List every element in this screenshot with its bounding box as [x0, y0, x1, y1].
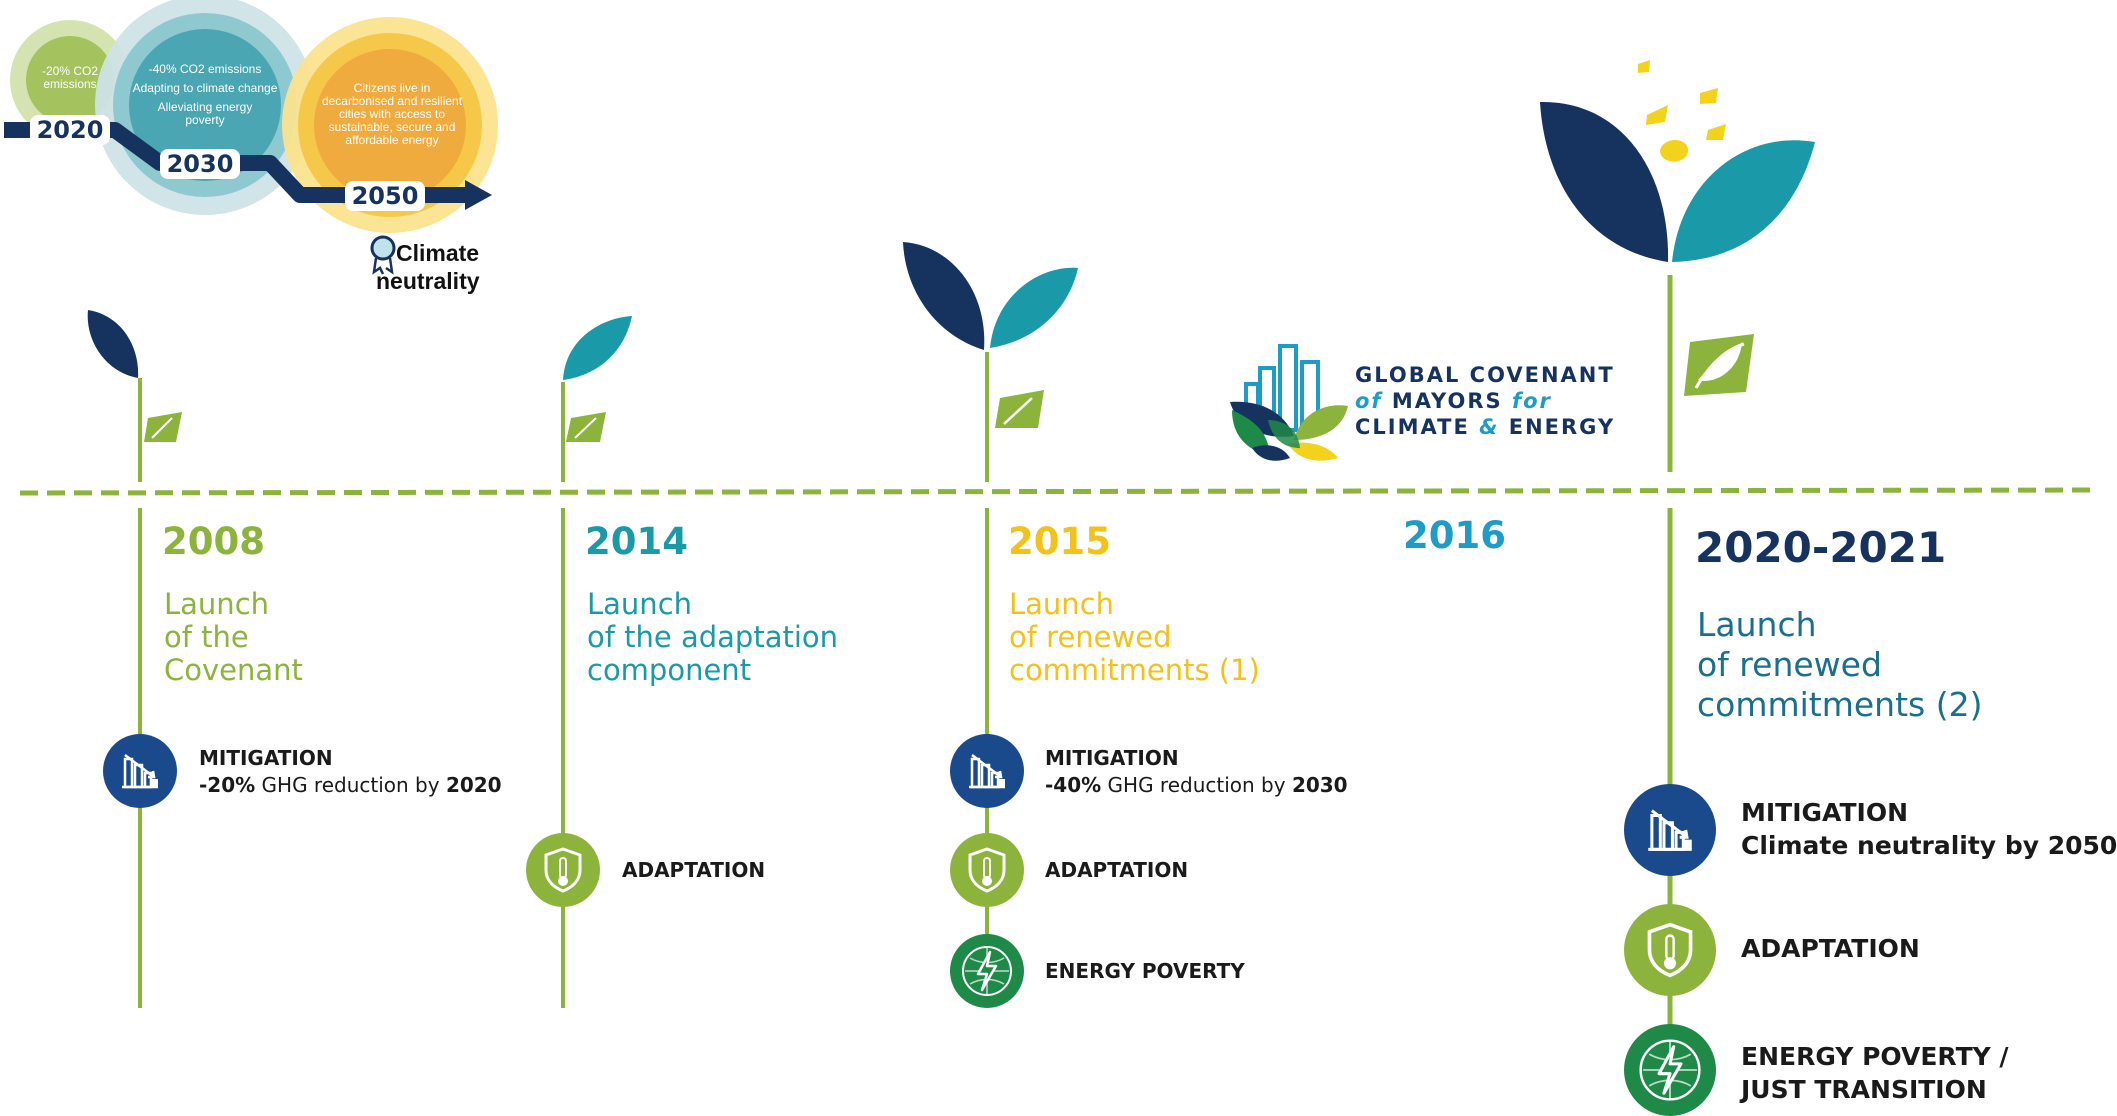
milestone-2020-2021-description: Launch of renewed commitments (2) [1697, 605, 1983, 724]
milestone-2008-mitigation-label: MITIGATION -20% GHG reduction by 2020 [199, 746, 502, 797]
milestone-2008-description: Launch of the Covenant [164, 587, 303, 687]
global-covenant-logo: GLOBAL COVENANT of MAYORS for CLIMATE & … [1228, 340, 1613, 470]
plant-2014-icon [563, 316, 632, 442]
adaptation-icon [1624, 904, 1716, 996]
target-diagram: 2020 2030 2050 -20% CO2 emissions -40% C… [0, 0, 500, 300]
milestone-2015-year: 2015 [1008, 520, 1111, 563]
milestone-2016-year: 2016 [1403, 514, 1506, 557]
energy-poverty-icon [1624, 1024, 1716, 1116]
medal-icon [370, 235, 396, 275]
target-stage-2020-text: -20% CO2 emissions [41, 64, 99, 91]
plant-2015-icon [903, 242, 1078, 428]
adaptation-icon [526, 833, 600, 907]
adaptation-icon [950, 833, 1024, 907]
milestone-2020-2021-adaptation-label: ADAPTATION [1741, 934, 1920, 963]
milestone-2014-year: 2014 [585, 520, 688, 563]
target-stage-2030-text: -40% CO2 emissions Adapting to climate c… [132, 62, 278, 127]
milestone-2015-mitigation-label: MITIGATION -40% GHG reduction by 2030 [1045, 746, 1348, 797]
climate-neutrality-label: Climate neutrality [376, 240, 480, 294]
target-year-2020: 2020 [30, 115, 110, 145]
target-year-2030: 2030 [160, 149, 240, 179]
covenant-logo-text: GLOBAL COVENANT of MAYORS for CLIMATE & … [1355, 363, 1616, 439]
energy-poverty-icon [950, 934, 1024, 1008]
plant-2008-icon [87, 310, 182, 442]
target-year-2050: 2050 [345, 181, 425, 211]
milestone-2015-adaptation-label: ADAPTATION [1045, 858, 1189, 882]
mitigation-icon [950, 734, 1024, 808]
mitigation-icon [1624, 784, 1716, 876]
timeline-dashed-line [19, 487, 2096, 496]
milestone-2008-year: 2008 [162, 520, 265, 563]
milestone-2020-2021-year: 2020-2021 [1695, 523, 1947, 572]
milestone-2020-2021-mitigation-label: MITIGATION Climate neutrality by 2050 [1741, 798, 2117, 860]
milestone-2015-energy-poverty-label: ENERGY POVERTY [1045, 959, 1245, 983]
plant-2020-2021-icon [1540, 60, 1815, 396]
target-stage-2050-text: Citizens live in decarbonised and resili… [321, 81, 463, 147]
mitigation-icon [103, 734, 177, 808]
milestone-2014-adaptation-label: ADAPTATION [622, 858, 766, 882]
milestone-2015-description: Launch of renewed commitments (1) [1009, 587, 1260, 687]
milestone-2014-description: Launch of the adaptation component [587, 587, 839, 687]
covenant-skyline-icon [1230, 344, 1348, 461]
milestone-2020-2021-energy-poverty-label: ENERGY POVERTY / JUST TRANSITION [1741, 1042, 2009, 1104]
